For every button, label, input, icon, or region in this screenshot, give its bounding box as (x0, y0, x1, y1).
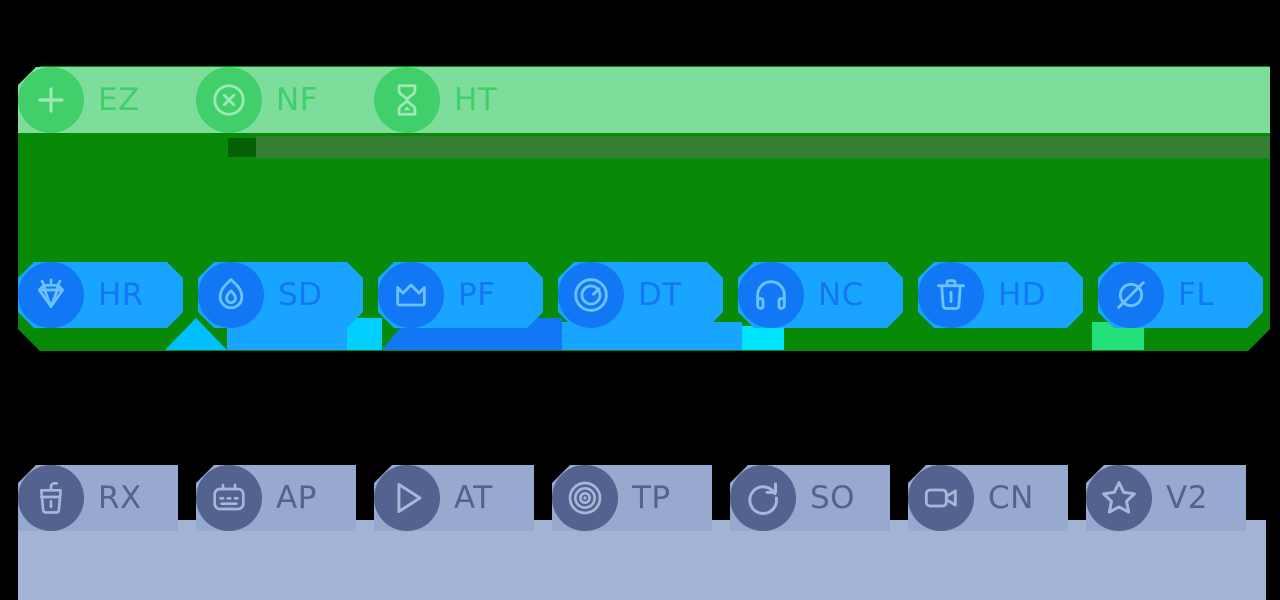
target-icon (552, 465, 618, 531)
refresh-icon (730, 465, 796, 531)
chip-label: SD (278, 277, 323, 313)
chip-label: AT (454, 480, 493, 516)
green-accent-patch (228, 138, 256, 157)
trash-icon (918, 262, 984, 328)
chip-label: PF (458, 277, 496, 313)
play-icon (374, 465, 440, 531)
chip-ap[interactable]: AP (196, 465, 356, 531)
diamond-icon (18, 262, 84, 328)
chip-so[interactable]: SO (730, 465, 890, 531)
chip-label: CN (988, 480, 1034, 516)
blue-shadow-f (742, 326, 784, 350)
gray-footer-band (18, 520, 1266, 600)
chip-rx[interactable]: RX (18, 465, 178, 531)
plus-icon (18, 67, 84, 133)
hourglass-icon (374, 67, 440, 133)
chip-label: NF (276, 82, 319, 118)
keyboard-icon (196, 465, 262, 531)
chip-label: V2 (1166, 480, 1208, 516)
gauge-icon (558, 262, 624, 328)
chip-dt[interactable]: DT (558, 262, 723, 328)
chip-label: RX (98, 480, 142, 516)
chip-hr[interactable]: HR (18, 262, 183, 328)
chip-fl[interactable]: FL (1098, 262, 1263, 328)
x-circle-icon (196, 67, 262, 133)
headphones-icon (738, 262, 804, 328)
chip-ht[interactable]: HT (374, 67, 534, 133)
chip-label: HT (454, 82, 498, 118)
eye-off-icon (1098, 262, 1164, 328)
chip-sd[interactable]: SD (198, 262, 363, 328)
chip-label: HR (98, 277, 144, 313)
chip-cn[interactable]: CN (908, 465, 1068, 531)
chip-label: SO (810, 480, 856, 516)
chip-label: DT (638, 277, 682, 313)
video-icon (908, 465, 974, 531)
chip-at[interactable]: AT (374, 465, 534, 531)
star-icon (1086, 465, 1152, 531)
chip-pf[interactable]: PF (378, 262, 543, 328)
blue-shadow-c (347, 318, 382, 350)
chip-tp[interactable]: TP (552, 465, 712, 531)
drink-cup-icon (18, 465, 84, 531)
chip-v2[interactable]: V2 (1086, 465, 1246, 531)
crown-icon (378, 262, 444, 328)
chip-label: EZ (98, 82, 140, 118)
chip-label: TP (632, 480, 671, 516)
chip-hd[interactable]: HD (918, 262, 1083, 328)
green-divider-strip (255, 136, 1270, 158)
chip-ez[interactable]: EZ (18, 67, 178, 133)
flame-icon (198, 262, 264, 328)
blue-shadow-b (227, 326, 347, 350)
chip-nf[interactable]: NF (196, 67, 356, 133)
chip-label: NC (818, 277, 864, 313)
chip-label: HD (998, 277, 1047, 313)
chip-label: FL (1178, 277, 1215, 313)
chip-label: AP (276, 480, 317, 516)
chip-nc[interactable]: NC (738, 262, 903, 328)
